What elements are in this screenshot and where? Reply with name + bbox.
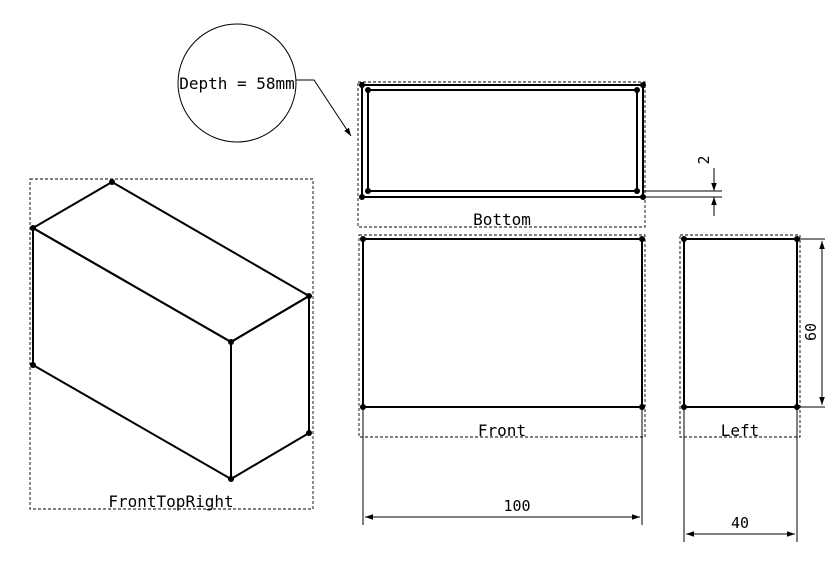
iso-view-label: FrontTopRight (108, 492, 233, 511)
height-value: 60 (802, 323, 820, 341)
height-dimension: 60 (797, 238, 825, 408)
width-dimension: 100 (362, 407, 643, 525)
iso-view-frame (29, 178, 314, 510)
isometric-view: FrontTopRight (29, 178, 314, 511)
vertex (109, 179, 115, 185)
front-view: Front (358, 234, 646, 440)
bottom-view-frame (357, 81, 646, 228)
left-outline (683, 238, 798, 408)
iso-vertices (30, 179, 312, 482)
vertex (640, 82, 646, 88)
vertex (681, 236, 687, 242)
iso-front-face (32, 227, 232, 480)
bottom-inner-edge (367, 89, 638, 192)
vertex (228, 476, 234, 482)
vertex (360, 236, 366, 242)
iso-top-face (32, 181, 310, 343)
callout-leader-arrow (296, 79, 352, 137)
width-value: 100 (503, 497, 530, 515)
bottom-view: Bottom (357, 81, 646, 229)
vertex (634, 87, 640, 93)
bottom-outer-edge (361, 84, 644, 198)
left-view-frame (679, 234, 801, 438)
vertex (639, 236, 645, 242)
callout-text: Depth = 58mm (179, 74, 295, 93)
wall-thickness-dimension: 2 (643, 155, 722, 216)
vertex (634, 188, 640, 194)
left-view: Left (679, 234, 801, 440)
vertex (228, 339, 234, 345)
bottom-view-label: Bottom (473, 210, 531, 229)
vertex (365, 188, 371, 194)
vertex (365, 87, 371, 93)
wall-thickness-value: 2 (695, 155, 713, 164)
bottom-vertices (359, 82, 646, 200)
depth-dimension: 40 (683, 407, 798, 542)
vertex (359, 194, 365, 200)
vertex (30, 362, 36, 368)
iso-right-face (230, 295, 310, 480)
front-outline (362, 238, 643, 408)
vertex (359, 82, 365, 88)
vertex (306, 430, 312, 436)
front-vertices (360, 236, 645, 410)
callout-circle (177, 23, 297, 143)
front-view-label: Front (478, 421, 526, 440)
vertex (30, 225, 36, 231)
depth-value: 40 (731, 514, 749, 532)
depth-callout: Depth = 58mm (177, 23, 352, 143)
front-view-frame (358, 234, 646, 438)
left-vertices (681, 236, 800, 410)
left-view-label: Left (721, 421, 760, 440)
vertex (306, 293, 312, 299)
